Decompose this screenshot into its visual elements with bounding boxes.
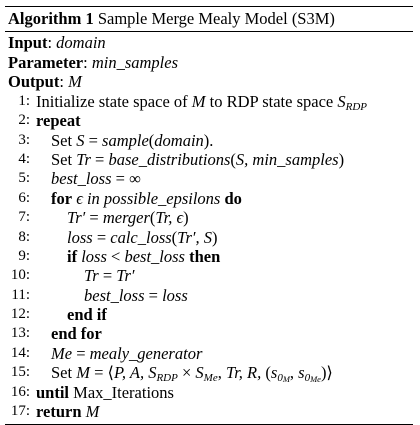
algorithm-line: 8: loss = calc_loss(Tr′, S)	[5, 228, 413, 247]
line-text: if loss < best_loss then	[67, 246, 221, 266]
top-rule	[5, 6, 413, 7]
line-number: 14:	[10, 344, 30, 361]
algorithm-caption: Algorithm 1 Sample Merge Mealy Model (S3…	[5, 7, 413, 31]
input-value: domain	[56, 33, 106, 52]
parameter-label: Parameter	[8, 52, 84, 72]
algorithm-line: 7: Tr′ = merger(Tr, ϵ)	[5, 208, 413, 227]
algorithm-line: 10: Tr = Tr′	[5, 266, 413, 285]
line-text: end for	[51, 324, 102, 344]
algorithm-label: Algorithm 1	[8, 9, 94, 28]
parameter-value: min_samples	[91, 52, 179, 72]
algorithm-line: 16: until Max_Iterations	[5, 383, 413, 402]
line-number: 8:	[18, 228, 30, 245]
output-line: Output: M	[8, 72, 82, 92]
line-number: 15:	[10, 364, 30, 381]
line-text: loss = calc_loss(Tr′, S)	[67, 227, 218, 247]
line-number: 4:	[18, 150, 30, 167]
algorithm-line: 9: if loss < best_loss then	[5, 247, 413, 266]
line-text: repeat	[36, 111, 81, 131]
algorithm-line: 12: end if	[5, 305, 413, 324]
algorithm-line: 2: repeat	[5, 111, 413, 130]
line-number: 7:	[18, 209, 30, 226]
algorithm-line: 15: Set M = ⟨P, A, SRDP × SMe, Tr, R, (s…	[5, 363, 413, 384]
algorithm-line: 11: best_loss = loss	[5, 286, 413, 305]
line-text: for ϵ in possible_epsilons do	[51, 188, 242, 208]
line-number: 3:	[18, 131, 30, 148]
line-number: 11:	[11, 286, 30, 303]
algorithm-body: 1: Initialize state space of M to RDP st…	[5, 92, 413, 425]
line-text: return M	[36, 402, 100, 422]
line-text: Tr = Tr′	[84, 266, 135, 286]
algorithm-box: Algorithm 1 Sample Merge Mealy Model (S3…	[5, 6, 413, 425]
output-label: Output	[8, 72, 60, 92]
caption-rule	[5, 31, 413, 32]
input-line: Input: domain	[8, 33, 106, 52]
algorithm-line: 6: for ϵ in possible_epsilons do	[5, 189, 413, 208]
line-number: 13:	[10, 325, 30, 342]
line-number: 17:	[10, 403, 30, 420]
line-text: best_loss = ∞	[51, 169, 141, 189]
line-text: Set M = ⟨P, A, SRDP × SMe, Tr, R, (s0M, …	[51, 363, 333, 385]
output-value: M	[68, 72, 82, 92]
line-number: 10:	[10, 267, 30, 284]
line-number: 12:	[10, 306, 30, 323]
input-label: Input	[8, 33, 48, 52]
line-number: 2:	[18, 112, 30, 129]
algorithm-line: 14: Me = mealy_generator	[5, 344, 413, 363]
algorithm-line: 5: best_loss = ∞	[5, 169, 413, 188]
algorithm-line: 3: Set S = sample(domain).	[5, 131, 413, 150]
line-number: 9:	[18, 247, 30, 264]
algorithm-line: 1: Initialize state space of M to RDP st…	[5, 92, 413, 113]
line-number: 16:	[10, 383, 30, 400]
line-text: Set S = sample(domain).	[51, 130, 214, 150]
algorithm-line: 17: return M	[5, 402, 413, 421]
algorithm-line: 13: end for	[5, 324, 413, 343]
algorithm-title: Sample Merge Mealy Model (S3M)	[97, 9, 335, 28]
line-text: Me = mealy_generator	[51, 343, 203, 363]
algorithm-line: 4: Set Tr = base_distributions(S, min_sa…	[5, 150, 413, 169]
line-number: 6:	[18, 189, 30, 206]
line-text: until Max_Iterations	[36, 382, 174, 402]
algorithm-header: Input: domain Parameter: min_samples Out…	[5, 32, 413, 92]
line-text: end if	[67, 305, 107, 325]
line-number: 5:	[18, 170, 30, 187]
line-text: Set Tr = base_distributions(S, min_sampl…	[51, 149, 345, 169]
parameter-line: Parameter: min_samples	[8, 52, 179, 72]
line-number: 1:	[18, 92, 30, 109]
line-text: Initialize state space of M to RDP state…	[36, 91, 367, 113]
line-text: best_loss = loss	[84, 285, 188, 305]
line-text: Tr′ = merger(Tr, ϵ)	[67, 208, 189, 228]
